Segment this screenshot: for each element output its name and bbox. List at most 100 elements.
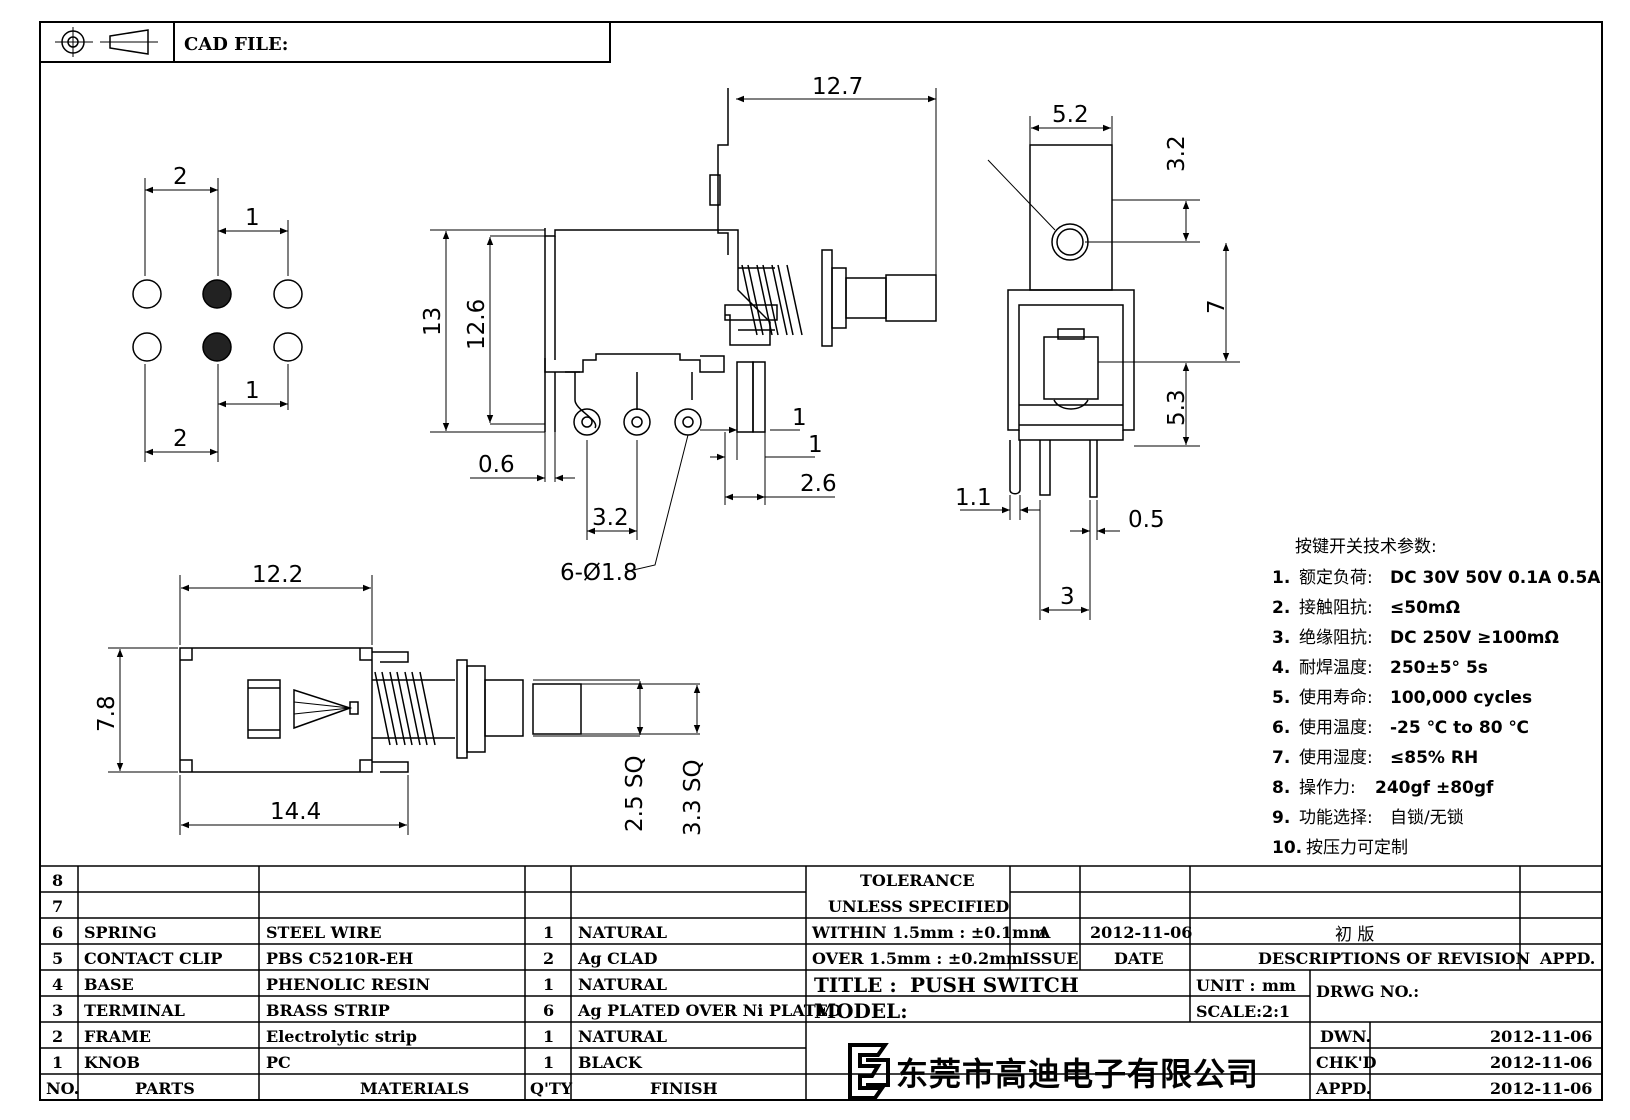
svg-text:7.: 7. bbox=[1272, 748, 1290, 768]
dim-5-3: 5.3 bbox=[1164, 389, 1190, 426]
svg-text:4.: 4. bbox=[1272, 658, 1290, 678]
svg-text:4: 4 bbox=[52, 975, 63, 994]
svg-text:Ag CLAD: Ag CLAD bbox=[577, 949, 658, 968]
svg-text:NATURAL: NATURAL bbox=[578, 923, 667, 942]
svg-text:1: 1 bbox=[543, 923, 554, 942]
svg-text:7: 7 bbox=[52, 897, 63, 916]
svg-text:KNOB: KNOB bbox=[84, 1053, 140, 1072]
spec-title: 按键开关技术参数: bbox=[1295, 537, 1437, 557]
svg-text:DWN.: DWN. bbox=[1320, 1027, 1371, 1046]
svg-text:2: 2 bbox=[52, 1027, 63, 1046]
spec-item: 8.操作力:240gf ±80gf bbox=[1272, 778, 1494, 798]
table-header-row: NO. PARTS MATERIALS Q'TY FINISH bbox=[46, 1079, 718, 1098]
svg-text:绝缘阻抗:: 绝缘阻抗: bbox=[1299, 628, 1373, 648]
spec-list: 按键开关技术参数: 1.额定负荷:DC 30V 50V 0.1A 0.5A 2.… bbox=[1272, 537, 1601, 858]
table-row: 7 bbox=[52, 897, 63, 916]
spec-item: 6. 使用温度: -25 ℃ to 80 ℃ bbox=[1272, 717, 1529, 738]
svg-text:APPD.: APPD. bbox=[1315, 1079, 1371, 1098]
dim-7: 7 bbox=[1204, 299, 1230, 314]
dim-1-bottom: 1 bbox=[245, 378, 260, 404]
svg-text:BASE: BASE bbox=[84, 975, 134, 994]
dim-12-2: 12.2 bbox=[252, 562, 303, 588]
svg-text:UNLESS SPECIFIED: UNLESS SPECIFIED bbox=[828, 897, 1009, 916]
dim-5-2: 5.2 bbox=[1052, 102, 1089, 128]
svg-text:1: 1 bbox=[543, 1053, 554, 1072]
title-label: TITLE : bbox=[814, 973, 897, 997]
svg-text:按压力可定制: 按压力可定制 bbox=[1306, 838, 1408, 858]
svg-text:1.: 1. bbox=[1272, 568, 1290, 588]
svg-text:耐焊温度:: 耐焊温度: bbox=[1299, 658, 1373, 678]
svg-text:100,000 cycles: 100,000 cycles bbox=[1390, 688, 1532, 708]
svg-text:9.: 9. bbox=[1272, 808, 1290, 828]
svg-text:-25 ℃ to 80 ℃: -25 ℃ to 80 ℃ bbox=[1390, 718, 1529, 738]
svg-text:DC 250V ≥100mΩ: DC 250V ≥100mΩ bbox=[1390, 628, 1559, 648]
dim-12-7: 12.7 bbox=[812, 74, 863, 100]
svg-text:3.: 3. bbox=[1272, 628, 1290, 648]
svg-text:PBS C5210R-EH: PBS C5210R-EH bbox=[266, 949, 413, 968]
dim-12-6: 12.6 bbox=[464, 299, 490, 350]
dim-3-3-sq: 3.3 SQ bbox=[680, 759, 706, 836]
svg-text:使用温度:: 使用温度: bbox=[1299, 717, 1373, 738]
company-logo-icon bbox=[848, 1043, 890, 1100]
svg-text:WITHIN 1.5mm : ±0.1mm: WITHIN 1.5mm : ±0.1mm bbox=[811, 923, 1046, 942]
model-label: MODEL: bbox=[814, 999, 908, 1023]
svg-text:NATURAL: NATURAL bbox=[578, 975, 667, 994]
svg-text:NATURAL: NATURAL bbox=[578, 1027, 667, 1046]
svg-text:APPD.: APPD. bbox=[1539, 949, 1595, 968]
dim-2-bottom: 2 bbox=[173, 426, 188, 452]
spec-item: 4. 耐焊温度: 250±5° 5s bbox=[1272, 658, 1488, 678]
dim-3-2-front: 3.2 bbox=[1164, 135, 1190, 172]
svg-text:FRAME: FRAME bbox=[84, 1027, 151, 1046]
dim-0-5: 0.5 bbox=[1128, 507, 1165, 533]
dim-1-b: 1 bbox=[808, 432, 823, 458]
svg-text:TOLERANCE: TOLERANCE bbox=[860, 871, 975, 890]
svg-text:10.: 10. bbox=[1272, 838, 1302, 858]
company-name: 东莞市高迪电子有限公司 bbox=[896, 1055, 1259, 1093]
svg-text:Ag PLATED OVER Ni PLATED: Ag PLATED OVER Ni PLATED bbox=[577, 1001, 842, 1020]
svg-text:240gf ±80gf: 240gf ±80gf bbox=[1375, 778, 1494, 798]
svg-text:FINISH: FINISH bbox=[650, 1079, 718, 1098]
svg-text:使用寿命:: 使用寿命: bbox=[1299, 687, 1373, 708]
svg-text:接触阻抗:: 接触阻抗: bbox=[1299, 598, 1373, 618]
front-view bbox=[960, 116, 1240, 620]
svg-text:SPRING: SPRING bbox=[84, 923, 157, 942]
svg-text:1: 1 bbox=[52, 1053, 63, 1072]
svg-text:Electrolytic strip: Electrolytic strip bbox=[266, 1027, 417, 1046]
scale-value: 2:1 bbox=[1262, 1002, 1290, 1021]
dim-1-a: 1 bbox=[792, 405, 807, 431]
svg-text:250±5° 5s: 250±5° 5s bbox=[1390, 658, 1488, 678]
dim-7-8: 7.8 bbox=[94, 695, 120, 732]
spec-item: 1.额定负荷:DC 30V 50V 0.1A 0.5A bbox=[1272, 568, 1601, 588]
spec-item: 9.功能选择:自锁/无锁 bbox=[1272, 808, 1464, 828]
svg-text:6: 6 bbox=[52, 923, 63, 942]
spec-item: 7.使用湿度:≤85% RH bbox=[1272, 747, 1478, 768]
dim-1-1: 1.1 bbox=[955, 485, 992, 511]
svg-text:DATE: DATE bbox=[1114, 949, 1164, 968]
svg-text:6.: 6. bbox=[1272, 718, 1290, 738]
svg-text:PARTS: PARTS bbox=[135, 1079, 195, 1098]
cad-file-label: CAD FILE: bbox=[184, 34, 288, 55]
svg-text:DC 30V 50V 0.1A 0.5A: DC 30V 50V 0.1A 0.5A bbox=[1390, 568, 1601, 588]
bottom-view bbox=[108, 575, 701, 835]
svg-text:MATERIALS: MATERIALS bbox=[360, 1079, 469, 1098]
svg-text:5: 5 bbox=[52, 949, 63, 968]
svg-text:≤50mΩ: ≤50mΩ bbox=[1390, 598, 1460, 618]
unit-value: mm bbox=[1262, 976, 1296, 995]
svg-text:PC: PC bbox=[266, 1053, 291, 1072]
dim-0-6: 0.6 bbox=[478, 452, 515, 478]
spec-item: 5.使用寿命:100,000 cycles bbox=[1272, 687, 1532, 708]
svg-text:CONTACT CLIP: CONTACT CLIP bbox=[84, 949, 222, 968]
svg-text:3: 3 bbox=[52, 1001, 63, 1020]
appd-date: 2012-11-06 bbox=[1490, 1079, 1592, 1098]
dim-3-2-pitch: 3.2 bbox=[592, 505, 629, 531]
svg-text:TERMINAL: TERMINAL bbox=[84, 1001, 185, 1020]
svg-text:NO.: NO. bbox=[46, 1079, 79, 1098]
svg-text:PHENOLIC RESIN: PHENOLIC RESIN bbox=[266, 975, 430, 994]
revision-block: A 2012-11-06 初 版 ISSUE DATE DESCRIPTIONS… bbox=[1022, 923, 1595, 968]
